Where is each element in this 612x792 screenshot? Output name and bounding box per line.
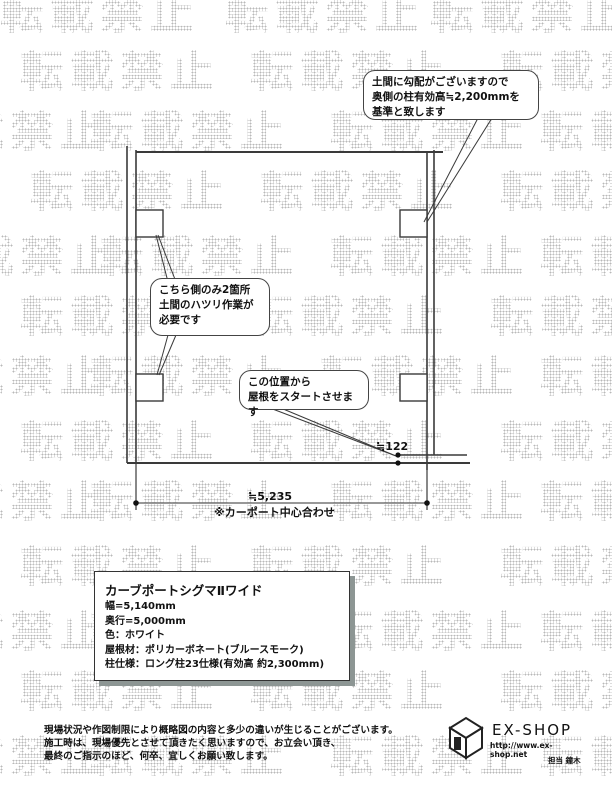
note-line: 施工時は、現場優先とさせて頂きたく思いますので、お立会い頂き、 bbox=[44, 738, 341, 750]
watermark-text: 転載禁止 bbox=[500, 545, 612, 589]
callout-line: 屋根をスタートさせます bbox=[248, 391, 353, 418]
spec-width: 幅=5,140mm bbox=[105, 601, 176, 612]
watermark-text: 転載禁止 bbox=[0, 110, 110, 154]
watermark-text: 転載禁止 bbox=[0, 735, 110, 779]
watermark-text: 転載禁止 bbox=[225, 0, 425, 36]
callout-line: この位置から bbox=[248, 376, 311, 388]
watermark-text: 転載禁止 bbox=[330, 606, 530, 657]
watermark-text: 転載禁止 bbox=[0, 355, 110, 399]
ex-shop-logo-icon bbox=[448, 716, 484, 760]
width-dimension: ≒5,235 bbox=[248, 490, 293, 503]
watermark-text: 転載禁止 bbox=[90, 106, 290, 157]
callout-line: 基準と致します bbox=[372, 106, 446, 118]
spec-roof-material: 屋根材：ポリカーボネート(ブルースモーク) bbox=[105, 644, 304, 656]
watermark-text: 転載禁止 bbox=[430, 0, 612, 36]
callout-line: 必要です bbox=[159, 314, 201, 326]
spec-color: 色：ホワイト bbox=[105, 630, 165, 641]
callout-line: 土間に勾配がございますので bbox=[372, 76, 509, 88]
product-name: カーブポートシグマⅡワイド bbox=[105, 583, 263, 598]
watermark-text: 転載禁止 bbox=[90, 476, 290, 527]
disclaimer-notes: 現場状況や作図制限により概略図の内容と多少の違いが生じることがございます。 施工… bbox=[44, 724, 398, 764]
watermark-text: 転載禁止 bbox=[20, 46, 220, 97]
watermark-text: 転載禁止 bbox=[260, 166, 460, 217]
watermark-text: 転載禁止 bbox=[90, 731, 290, 782]
spec-post: 柱仕様：ロング柱23仕様(有効高 約2,300mm) bbox=[105, 659, 325, 670]
watermark-text: 転載禁止 bbox=[0, 0, 200, 36]
watermark-text: 転載禁止 bbox=[540, 480, 612, 524]
offset-dimension: ≒122 bbox=[376, 440, 409, 453]
watermark-text: 転載禁止 bbox=[20, 416, 220, 467]
watermark-text: 転載禁止 bbox=[330, 731, 530, 782]
brand-name: EX-SHOP bbox=[492, 721, 573, 739]
watermark-text: 転載禁止 bbox=[0, 480, 110, 524]
watermark-text: 転載禁止 bbox=[500, 670, 612, 714]
ex-shop-logo: EX-SHOP http://www.ex-shop.net 担当 鐘木 bbox=[444, 712, 584, 768]
watermark-text: 転載禁止 bbox=[500, 170, 612, 214]
staff-name: 担当 鐘木 bbox=[548, 756, 581, 765]
watermark-text: 転載禁止 bbox=[250, 416, 450, 467]
watermark-text: 転載禁止 bbox=[540, 610, 612, 654]
note-line: 最終のご指示のほど、何卒、宜しくお願い致します。 bbox=[44, 751, 273, 763]
watermark-text: 転載禁止 bbox=[540, 355, 612, 399]
width-dimension-note: ※カーポート中心合わせ bbox=[214, 506, 335, 519]
note-line: 現場状況や作図制限により概略図の内容と多少の違いが生じることがございます。 bbox=[44, 725, 398, 736]
callout-line: 土間のハツリ作業が bbox=[159, 299, 254, 311]
watermark-text: 転載禁止 bbox=[490, 295, 612, 339]
spec-depth: 奥行=5,000mm bbox=[105, 615, 186, 627]
callout-chipping-note: こちら側のみ2箇所 土間のハツリ作業が 必要です bbox=[150, 278, 270, 336]
watermark-text: 転載禁止 bbox=[500, 420, 612, 464]
watermark-text: 転載禁止 bbox=[0, 235, 120, 279]
callout-line: こちら側のみ2箇所 bbox=[159, 284, 251, 296]
watermark-text: 転載禁止 bbox=[250, 291, 450, 342]
watermark-text: 転載禁止 bbox=[540, 110, 612, 154]
watermark-text: 転載禁止 bbox=[540, 735, 612, 779]
brand-url[interactable]: http://www.ex-shop.net bbox=[490, 741, 553, 759]
callout-roof-start: この位置から 屋根をスタートさせます bbox=[239, 370, 369, 418]
product-spec-box: カーブポートシグマⅡワイド 幅=5,140mm 奥行=5,000mm 色：ホワイ… bbox=[94, 571, 350, 681]
watermark-text: 転載禁止 bbox=[100, 231, 300, 282]
callout-slope-note: 土間に勾配がございますので 奥側の柱有効高≒2,200mmを 基準と致します bbox=[363, 70, 539, 120]
callout-line: 奥側の柱有効高≒2,200mmを bbox=[372, 91, 520, 103]
watermark-text: 転載禁止 bbox=[540, 235, 612, 279]
watermark-text: 転載禁止 bbox=[0, 610, 110, 654]
